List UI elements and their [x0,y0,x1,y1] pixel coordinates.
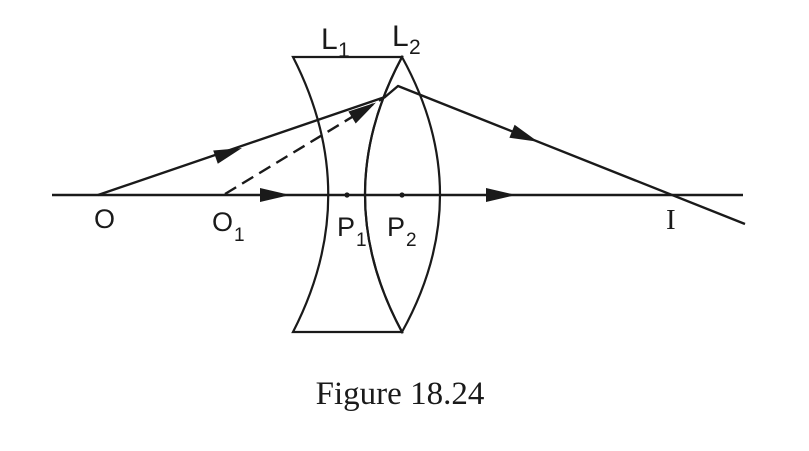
pole-p2-label-base: P [387,212,405,242]
incident-ray-arrowhead-icon [213,148,242,164]
optical-axis [52,188,743,202]
lens-l2-label: L 2 [392,20,421,59]
object-o-label: O [94,204,115,234]
object-o1-label: O 1 [212,207,245,246]
axis-arrowhead-left-icon [260,188,290,202]
pole-p1-label: P 1 [337,212,367,251]
lens-l1-label-sub: 1 [338,39,350,62]
principal-ray [97,84,746,226]
lens-l2-outline [363,54,442,335]
image-i-label: I [666,204,676,236]
figure-caption: Figure 18.24 [316,376,485,412]
lens-l1-label: L 1 [321,23,350,62]
refracted-ray-arrowhead-icon [509,124,538,142]
virtual-ray-dashed-line [224,95,386,196]
principal-ray-line [97,84,746,226]
object-o1-label-sub: 1 [234,225,245,246]
axis-arrowhead-right-icon [486,188,516,202]
pole-p2-dot [399,192,405,198]
object-o1-label-base: O [212,207,233,237]
pole-p2-label: P 2 [387,212,417,251]
pole-p1-dot [344,192,350,198]
pole-p1-label-sub: 1 [356,230,367,251]
virtual-ray [224,95,386,196]
pole-p2-label-sub: 2 [406,230,417,251]
lens-l1-label-base: L [321,23,338,56]
lens-l2-label-base: L [392,20,409,53]
virtual-ray-arrowhead-icon [348,102,376,124]
pole-p1-label-base: P [337,212,355,242]
lens-l2-label-sub: 2 [409,36,421,59]
